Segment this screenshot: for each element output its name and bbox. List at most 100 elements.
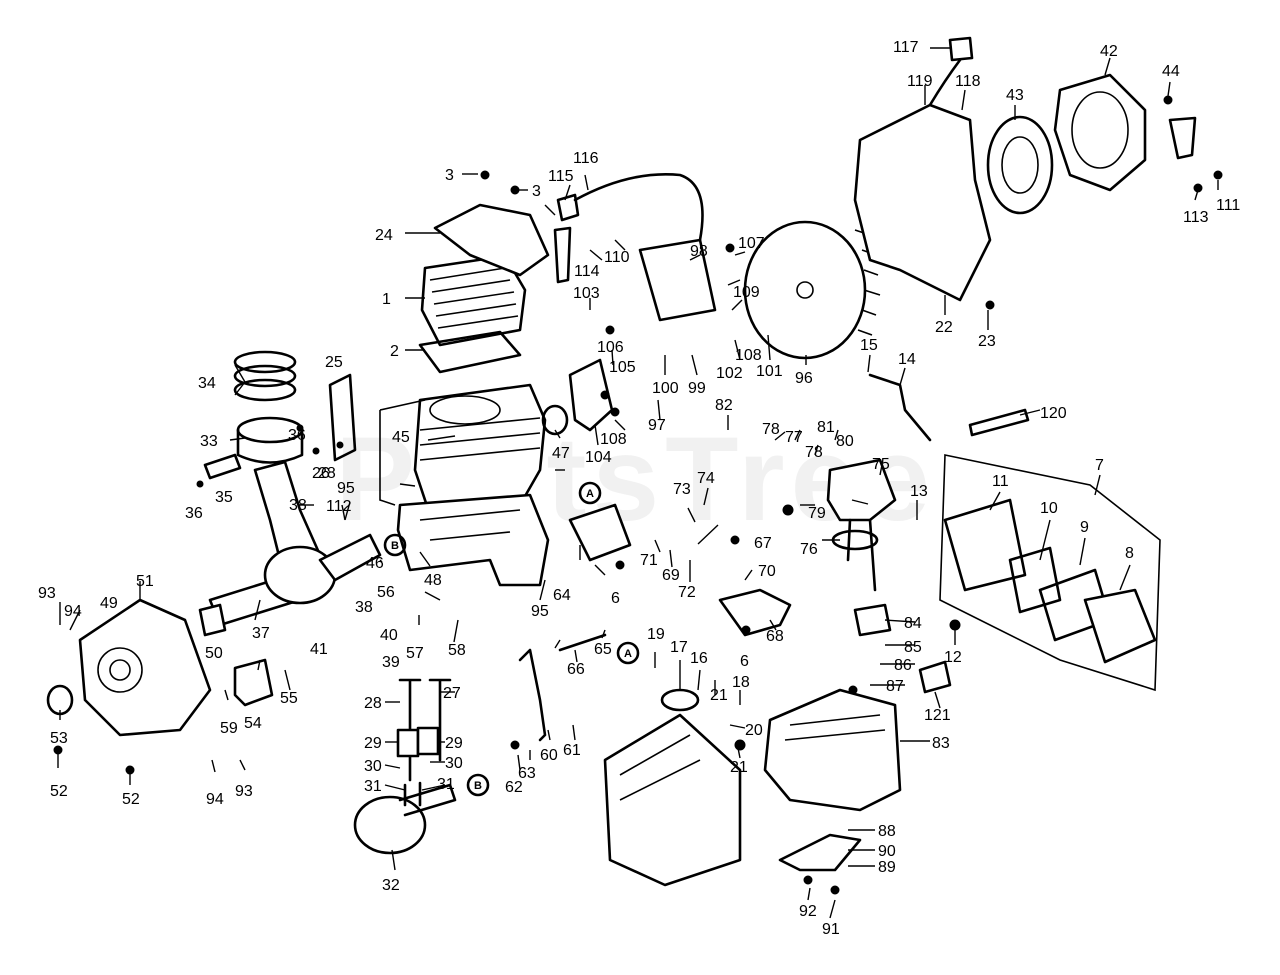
callout-83: 83 [932,735,950,752]
callout-1: 1 [382,291,391,308]
fuel-cap [853,603,892,637]
callout-25: 25 [325,354,343,371]
svg-text:A: A [586,488,594,500]
callout-26: 26 [312,465,330,482]
governor-spring [558,633,607,652]
callout-18: 18 [732,674,750,691]
callout-104: 104 [585,449,612,466]
callout-68: 68 [766,628,784,645]
shroud-plate [328,373,357,462]
callout-95: 95 [337,480,355,497]
callout-22: 22 [935,319,953,336]
callout-15: 15 [860,337,878,354]
callout-95: 95 [531,603,549,620]
crankshaft [208,533,382,627]
callout-77: 77 [785,429,803,446]
breather-seal [541,404,569,436]
callout-87: 87 [886,678,904,695]
callout-82: 82 [715,397,733,414]
callout-79: 79 [808,505,826,522]
callout-3: 3 [445,167,454,184]
callout-62: 62 [505,779,523,796]
callout-92: 92 [799,903,817,920]
callout-31: 31 [364,778,382,795]
fuel-tank [763,688,902,812]
callout-72: 72 [678,584,696,601]
piston-rings [233,350,297,402]
fasteners [53,95,1223,895]
callout-81: 81 [817,419,835,436]
flywheel [743,220,881,360]
callout-16: 16 [690,650,708,667]
callout-33: 33 [200,433,218,450]
callout-42: 42 [1100,43,1118,60]
callout-118: 118 [955,73,981,90]
crankcase [396,493,550,587]
callout-93: 93 [235,783,253,800]
callout-115: 115 [548,168,574,185]
callout-8: 8 [1125,545,1134,562]
callout-43: 43 [1006,87,1024,104]
callout-108: 108 [735,347,762,364]
parts-artwork [46,36,1223,895]
callout-53: 53 [50,730,68,747]
callout-57: 57 [406,645,424,662]
camshaft [353,783,457,855]
callout-40: 40 [380,627,398,644]
callout-labels: 1 2 3 3 6 6 7 8 9 10 11 12 13 14 15 16 1… [38,39,1240,938]
fan-housing [853,103,992,302]
callout-59: 59 [220,720,238,737]
callout-24: 24 [375,227,393,244]
callout-27: 27 [443,685,461,702]
callout-94: 94 [64,603,82,620]
callout-84: 84 [904,615,922,632]
callout-37: 37 [252,625,270,642]
callout-55: 55 [280,690,298,707]
callout-56: 56 [377,584,395,601]
callout-78: 78 [805,444,823,461]
callout-12: 12 [944,649,962,666]
callout-6: 6 [740,653,749,670]
callout-20: 20 [745,722,763,739]
svg-text:B: B [474,780,482,792]
muffler [603,713,742,887]
callout-119: 119 [907,73,933,90]
callout-21: 21 [730,759,748,776]
callout-51: 51 [136,573,154,590]
callout-60: 60 [540,747,558,764]
head-cover [433,203,550,277]
callout-69: 69 [662,567,680,584]
callout-99: 99 [688,380,706,397]
callout-9: 9 [1080,519,1089,536]
oil-seal [46,684,74,716]
piston-pin [203,453,242,480]
callout-66: 66 [567,661,585,678]
callout-7: 7 [1095,457,1104,474]
callout-74: 74 [697,470,715,487]
callout-108: 108 [600,431,627,448]
callout-88: 88 [878,823,896,840]
callout-35: 35 [215,489,233,506]
leader-lines [57,47,1219,919]
callout-38: 38 [355,599,373,616]
callout-64: 64 [553,587,571,604]
switch-wire [928,58,962,107]
tank-bracket [778,833,862,872]
air-cleaner-cover [1083,588,1157,664]
muffler-gasket [660,688,700,712]
callout-31: 31 [437,776,455,793]
ref-marker-b: B [383,533,407,557]
callout-58: 58 [448,642,466,659]
callout-121: 121 [924,707,951,724]
callout-38: 38 [289,497,307,514]
ignition-switch [948,36,974,62]
callout-28: 28 [318,465,336,482]
callout-113: 113 [1183,209,1209,226]
callout-91: 91 [822,921,840,938]
callout-32: 32 [382,877,400,894]
callout-45: 45 [392,429,410,446]
callout-116: 116 [573,150,599,167]
governor [233,658,274,707]
callout-65: 65 [594,641,612,658]
callout-28: 28 [364,695,382,712]
